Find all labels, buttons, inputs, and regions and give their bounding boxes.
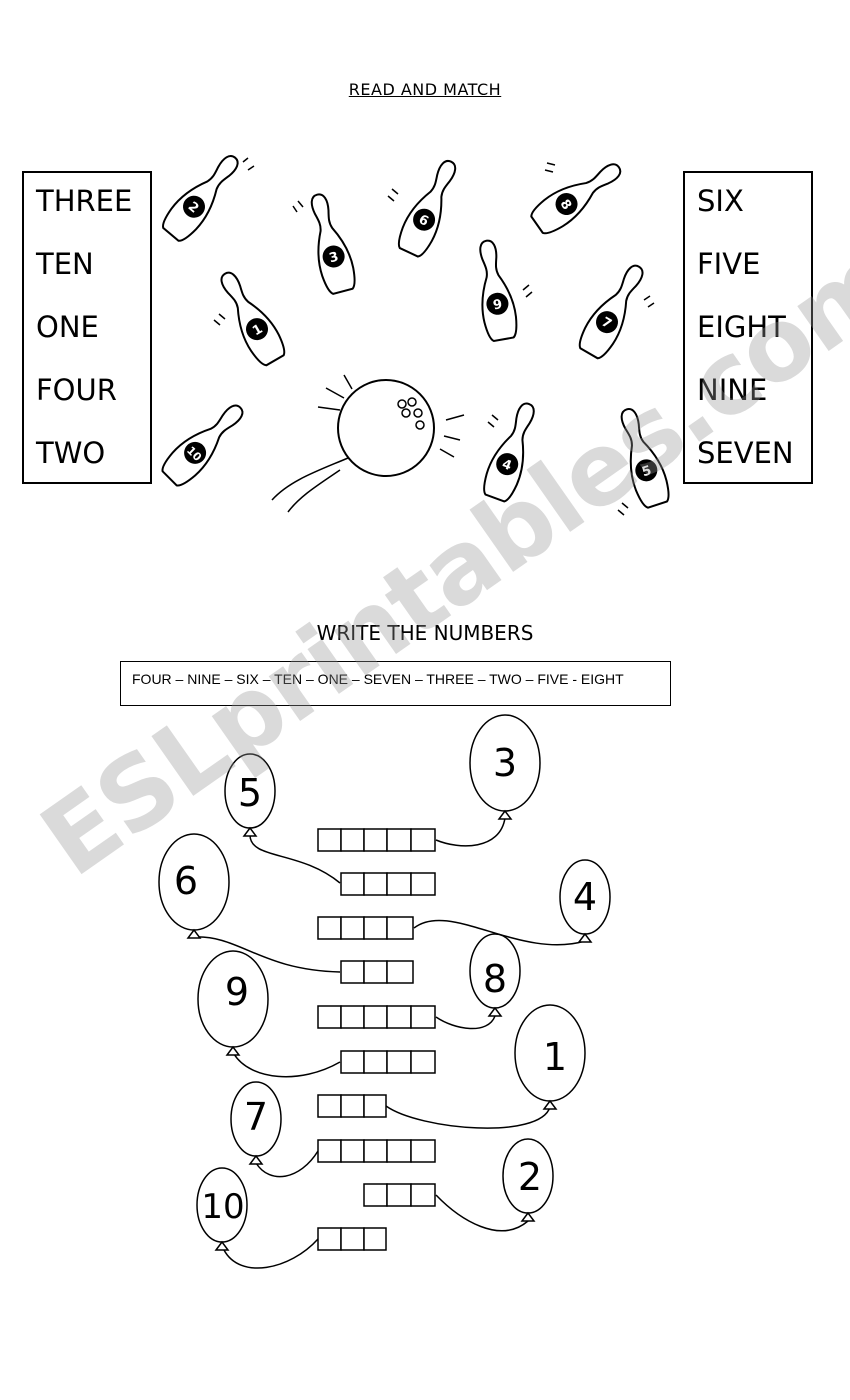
pin-1: 1 xyxy=(210,264,290,370)
answer-boxes xyxy=(317,828,436,1251)
answer-row-8[interactable] xyxy=(317,1139,436,1163)
pin-2: 2 xyxy=(157,146,249,246)
pin-3-number: 3 xyxy=(328,250,341,267)
pin-3-motion-lines xyxy=(292,200,304,213)
answer-row-2[interactable] xyxy=(340,872,436,896)
right-word-3: EIGHT xyxy=(697,310,786,344)
pin-2-motion-lines xyxy=(242,157,255,171)
balloon-6: 6 xyxy=(158,833,230,939)
pin-5: 5 xyxy=(610,403,674,511)
balloon-1: 1 xyxy=(514,1004,586,1110)
left-word-1: THREE xyxy=(36,184,133,218)
pin-4: 4 xyxy=(478,397,546,505)
balloon-3: 3 xyxy=(469,714,541,820)
balloon-5-number: 5 xyxy=(238,771,262,815)
pin-9-motion-lines xyxy=(522,284,533,298)
pin-1-motion-lines xyxy=(213,313,226,326)
bowling-illustration: 2 3 6 8 1 9 7 10 4 5 xyxy=(157,146,674,516)
balloon-10: 10 xyxy=(196,1167,248,1251)
pin-5-motion-lines xyxy=(617,502,629,516)
answer-row-7[interactable] xyxy=(317,1094,387,1118)
balloon-2: 2 xyxy=(502,1138,554,1222)
balloon-9: 9 xyxy=(197,950,269,1056)
balloon-8-number: 8 xyxy=(483,957,507,1001)
balloon-5: 5 xyxy=(224,753,276,837)
answer-row-1[interactable] xyxy=(317,828,436,852)
pin-10: 10 xyxy=(157,395,253,491)
write-the-numbers-title: WRITE THE NUMBERS xyxy=(316,621,534,645)
pin-9: 9 xyxy=(469,236,521,344)
read-and-match-title: READ AND MATCH xyxy=(348,80,502,99)
pin-8-motion-lines xyxy=(544,162,556,173)
pin-7: 7 xyxy=(574,257,654,363)
pin-6-motion-lines xyxy=(387,188,399,202)
pin-4-motion-lines xyxy=(487,414,499,428)
balloon-10-number: 10 xyxy=(201,1187,244,1227)
word-bank-box: FOUR – NINE – SIX – TEN – ONE – SEVEN – … xyxy=(120,661,671,706)
left-word-box: THREE TEN ONE FOUR TWO xyxy=(22,171,152,484)
balloon-4-number: 4 xyxy=(573,875,597,919)
balloon-2-number: 2 xyxy=(518,1155,542,1199)
pin-6: 6 xyxy=(393,153,467,261)
balloon-9-number: 9 xyxy=(225,970,249,1014)
pin-7-motion-lines xyxy=(643,295,655,308)
answer-row-5[interactable] xyxy=(317,1005,436,1029)
balloon-6-number: 6 xyxy=(174,859,198,903)
right-word-box: SIX FIVE EIGHT NINE SEVEN xyxy=(683,171,813,484)
answer-row-6[interactable] xyxy=(340,1050,436,1074)
pin-3: 3 xyxy=(300,189,360,297)
right-word-5: SEVEN xyxy=(697,436,794,470)
left-word-4: FOUR xyxy=(36,373,117,407)
balloon-1-number: 1 xyxy=(543,1035,567,1079)
balloon-8: 8 xyxy=(469,933,521,1017)
balloon-matching-area: 5 3 6 4 8 9 1 7 2 10 xyxy=(158,714,611,1269)
left-word-2: TEN xyxy=(36,247,94,281)
right-word-2: FIVE xyxy=(697,247,761,281)
pin-8: 8 xyxy=(526,153,630,239)
left-word-5: TWO xyxy=(36,436,106,470)
balloon-strings xyxy=(193,817,586,1269)
right-word-4: NINE xyxy=(697,373,768,407)
balloon-7: 7 xyxy=(230,1081,282,1165)
bowling-ball xyxy=(271,374,465,513)
answer-row-3[interactable] xyxy=(317,916,414,940)
answer-row-4[interactable] xyxy=(340,960,414,984)
balloon-7-number: 7 xyxy=(244,1095,268,1139)
right-word-1: SIX xyxy=(697,184,744,218)
answer-row-10[interactable] xyxy=(317,1227,387,1251)
pin-9-number: 9 xyxy=(492,297,504,313)
left-word-3: ONE xyxy=(36,310,99,344)
balloon-4: 4 xyxy=(559,859,611,943)
pin-5-number: 5 xyxy=(640,463,653,480)
balloon-3-number: 3 xyxy=(493,741,517,785)
answer-row-9[interactable] xyxy=(363,1183,436,1207)
